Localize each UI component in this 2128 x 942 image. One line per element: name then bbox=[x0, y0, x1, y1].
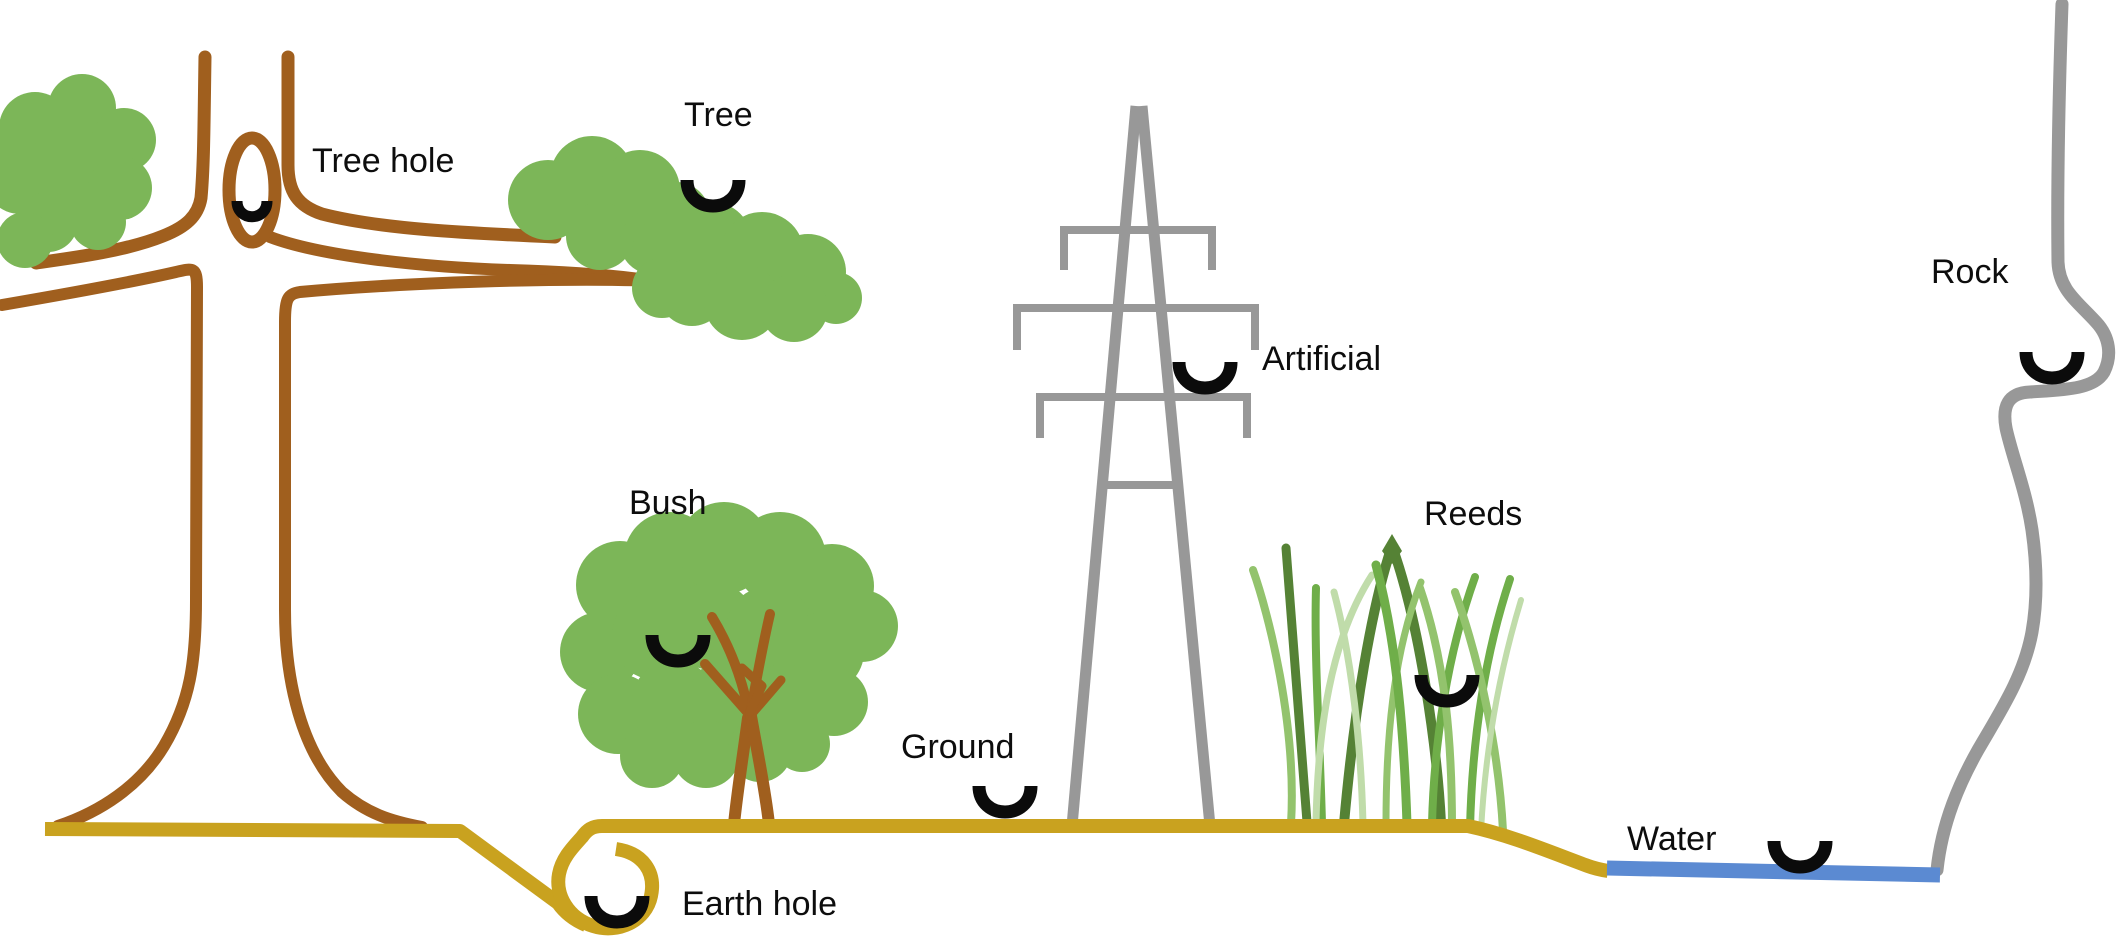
label-artificial: Artificial bbox=[1262, 340, 1382, 378]
reed-stalk bbox=[1312, 571, 1376, 826]
bush-trunk bbox=[700, 609, 786, 830]
power-pylon bbox=[1013, 105, 1259, 827]
reed-stalk bbox=[1249, 566, 1296, 828]
label-tree-hole: Tree hole bbox=[312, 142, 455, 180]
reed-stalk bbox=[1339, 544, 1396, 829]
nest-cup-icon-reeds bbox=[1414, 674, 1480, 708]
bush bbox=[560, 502, 898, 830]
foliage-blob bbox=[70, 194, 126, 250]
foliage-blob bbox=[774, 716, 830, 772]
water-surface bbox=[1606, 860, 1941, 883]
reed-stalk bbox=[1466, 575, 1514, 833]
foliage-blob bbox=[566, 202, 634, 270]
nest-cup-icon-tree-hole bbox=[231, 200, 273, 223]
foliage-blob bbox=[800, 668, 868, 736]
label-rock: Rock bbox=[1931, 253, 2009, 291]
reed-seed-head bbox=[1382, 534, 1402, 564]
label-reeds: Reeds bbox=[1424, 495, 1523, 533]
rock-face bbox=[1930, 0, 2116, 877]
reed-stalk bbox=[1478, 597, 1524, 834]
label-water: Water bbox=[1627, 820, 1717, 858]
bush-stem-left bbox=[728, 712, 754, 830]
pylon-leg-left bbox=[1066, 105, 1142, 827]
tree-crown-left bbox=[0, 74, 156, 268]
reeds-patch bbox=[1249, 534, 1524, 835]
bush-foliage bbox=[560, 502, 898, 788]
bush-stem-right bbox=[745, 710, 775, 830]
pylon-crossarm-middle bbox=[1013, 304, 1259, 350]
reed-stalk bbox=[1451, 588, 1507, 835]
tree-trunk-left-branch bbox=[29, 50, 212, 270]
foliage-blob bbox=[760, 274, 828, 342]
reed-stalk bbox=[1281, 543, 1312, 827]
big-tree bbox=[0, 50, 862, 833]
pylon-crossarm-top bbox=[1060, 226, 1216, 270]
reed-stalk bbox=[1371, 560, 1412, 829]
tree-trunk-right-branch bbox=[281, 50, 562, 244]
reed-stalk bbox=[1382, 578, 1425, 828]
label-earth-hole: Earth hole bbox=[682, 885, 837, 923]
nest-cup-icon-bush bbox=[645, 634, 711, 668]
nest-cup-icon-artificial bbox=[1172, 361, 1238, 395]
nest-cup-icon-water bbox=[1767, 840, 1833, 874]
foliage-blob bbox=[620, 724, 684, 788]
bush-branch bbox=[737, 663, 767, 717]
nest-cup-icon-ground bbox=[972, 785, 1038, 819]
tree-lower-branch-bottom bbox=[279, 273, 664, 833]
tree-trunk-left-lower bbox=[0, 263, 203, 832]
foliage-blob bbox=[672, 720, 740, 788]
foliage-blob bbox=[0, 212, 53, 268]
tree-hole-opening bbox=[222, 131, 282, 249]
pylon-leg-right bbox=[1136, 105, 1216, 827]
reed-stalk bbox=[1311, 584, 1326, 828]
nest-cup-icon-rock bbox=[2019, 351, 2085, 385]
label-tree: Tree bbox=[684, 96, 753, 134]
label-ground: Ground bbox=[901, 728, 1015, 766]
reed-stalk bbox=[1330, 588, 1367, 828]
label-bush: Bush bbox=[629, 484, 707, 522]
foliage-blob bbox=[704, 264, 780, 340]
nest-cups bbox=[231, 179, 2085, 929]
pylon-crossarm-lower bbox=[1036, 393, 1251, 438]
bush-branch bbox=[700, 659, 754, 719]
nest-cup-icon-earth-hole bbox=[584, 895, 650, 929]
nest-cup-icon-tree bbox=[680, 179, 746, 213]
ground-left bbox=[44, 822, 589, 932]
tree-crown-right bbox=[508, 136, 862, 342]
